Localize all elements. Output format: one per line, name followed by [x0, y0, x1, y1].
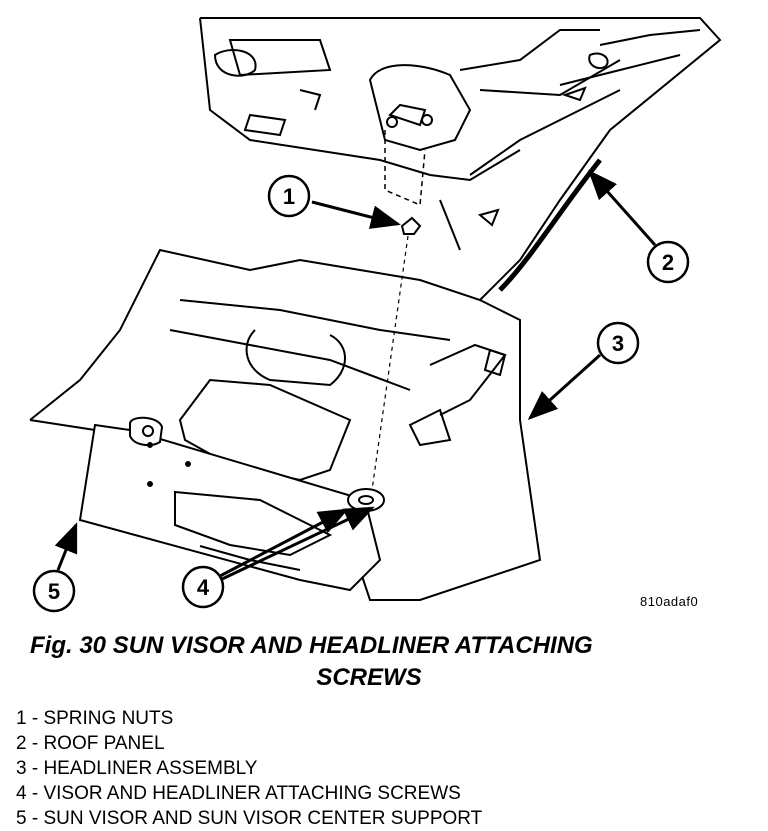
- svg-text:2: 2: [662, 250, 674, 275]
- legend-item: 3 - HEADLINER ASSEMBLY: [16, 758, 258, 779]
- exploded-view-diagram: 1 2 3 4 5: [29, 17, 722, 613]
- callout-4: 4: [181, 565, 225, 609]
- caption-line-2: SCREWS: [316, 664, 422, 691]
- callout-1: 1: [267, 174, 311, 218]
- figure-code: 810adaf0: [640, 594, 699, 609]
- svg-text:1: 1: [283, 184, 295, 209]
- legend-item: 5 - SUN VISOR AND SUN VISOR CENTER SUPPO…: [16, 808, 483, 829]
- legend-item: 2 - ROOF PANEL: [16, 733, 165, 754]
- figure-caption: Fig. 30 SUN VISOR AND HEADLINER ATTACHIN…: [0, 630, 768, 694]
- svg-text:4: 4: [197, 575, 210, 600]
- roof-panel-illustration: [199, 17, 722, 301]
- sun-visor-illustration: [78, 416, 385, 592]
- legend-item: 1 - SPRING NUTS: [16, 708, 174, 729]
- svg-text:3: 3: [612, 331, 624, 356]
- caption-line-1: Fig. 30 SUN VISOR AND HEADLINER ATTACHIN…: [30, 632, 593, 659]
- svg-text:5: 5: [48, 579, 60, 604]
- legend-item: 4 - VISOR AND HEADLINER ATTACHING SCREWS: [16, 783, 461, 804]
- callout-2: 2: [646, 240, 690, 284]
- callout-3: 3: [596, 321, 640, 365]
- parts-legend: 1 - SPRING NUTS 2 - ROOF PANEL 3 - HEADL…: [16, 706, 482, 831]
- callout-5: 5: [32, 569, 76, 613]
- spring-nut-illustration: [371, 130, 426, 491]
- leader-arrows: [54, 169, 657, 582]
